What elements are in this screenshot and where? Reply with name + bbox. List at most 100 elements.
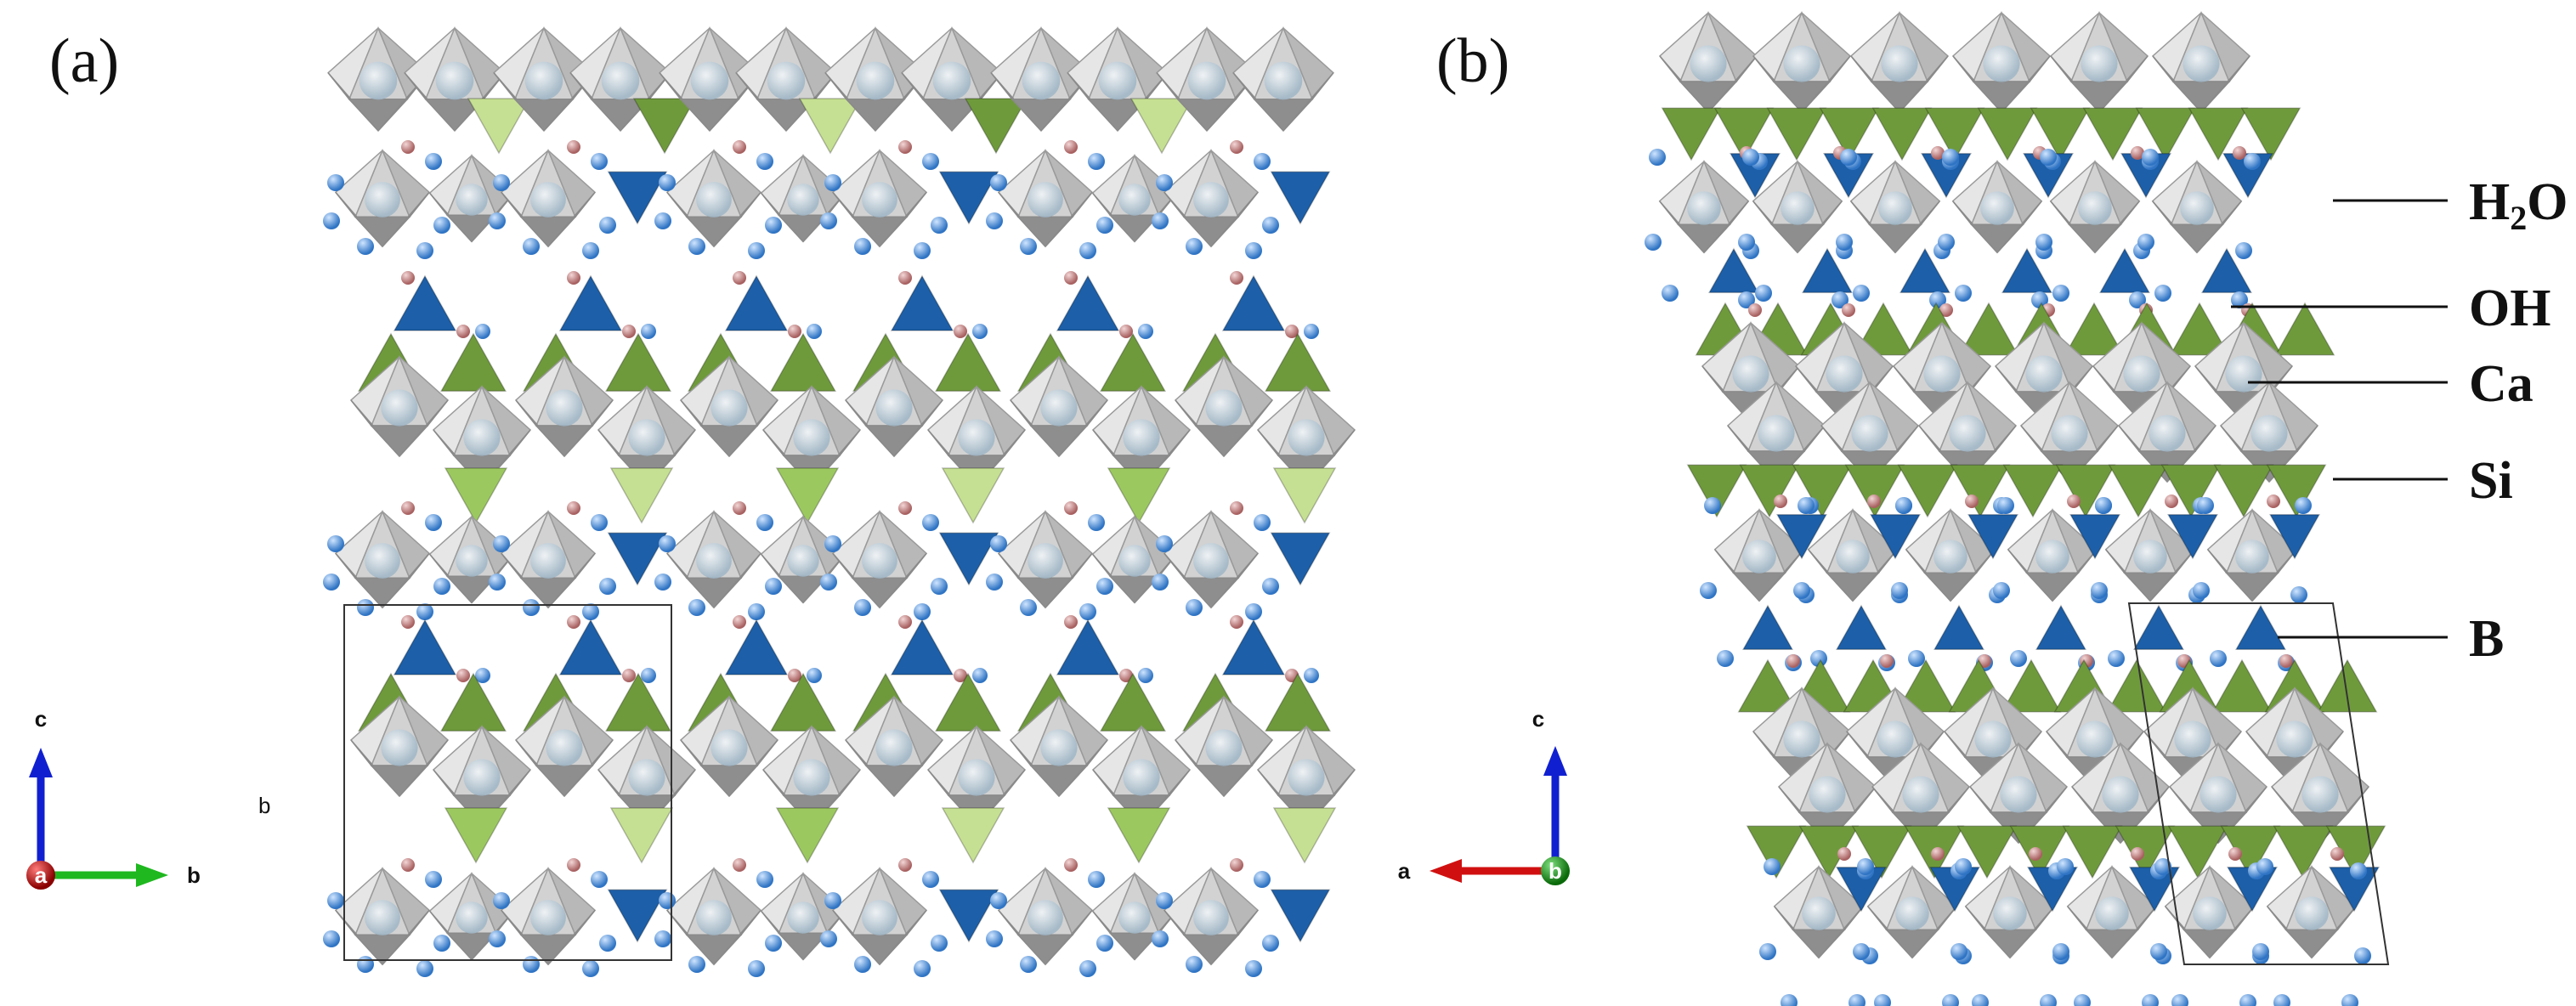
ca-octahedron-face (1894, 201, 1940, 253)
ca-atom (1205, 389, 1243, 427)
si-tetrahedron (1958, 302, 2019, 356)
b-tetrahedron (938, 889, 999, 943)
ca-atom (2123, 355, 2160, 393)
si-tetrahedron (1853, 302, 1914, 356)
ca-atom (435, 61, 474, 100)
ca-octahedron-face (2111, 906, 2157, 958)
ca-atom (1123, 419, 1160, 456)
ca-octahedron-face (370, 425, 429, 458)
o-atom (2052, 285, 2069, 302)
o-atom (327, 174, 344, 191)
h-atom (1880, 654, 1894, 668)
si-tetrahedron (1746, 825, 1807, 879)
ca-atom (365, 543, 400, 579)
ca-octahedron (2117, 381, 2217, 483)
ca-octahedron (1773, 865, 1865, 959)
o-atom (1138, 668, 1153, 683)
ca-octahedron (1163, 510, 1260, 609)
ca-atom (711, 729, 748, 766)
o-atom (2031, 291, 2048, 308)
ca-octahedron (1849, 11, 1950, 114)
ca-octahedron (2049, 160, 2141, 254)
ca-octahedron (500, 867, 597, 966)
o-atom (1853, 943, 1870, 960)
o-atom (327, 535, 344, 552)
si-tetrahedron (775, 467, 840, 524)
o-atom (1254, 871, 1271, 888)
ca-octahedron-face (864, 425, 924, 458)
o-atom (1088, 871, 1105, 888)
ca-octahedron-face (1210, 191, 1259, 247)
o-atom (1262, 217, 1279, 234)
h-atom (2029, 847, 2042, 861)
si-tetrahedron (1956, 825, 2018, 879)
ca-octahedron (1091, 154, 1178, 243)
ca-octahedron (514, 695, 614, 798)
ca-atom (875, 729, 913, 766)
o-atom (1857, 858, 1874, 875)
ca-octahedron-face (2311, 906, 2357, 958)
ca-octahedron (901, 26, 1003, 133)
ca-octahedron-face (2025, 572, 2080, 602)
ca-octahedron (500, 149, 597, 248)
ca-atom (1783, 721, 1820, 758)
ca-octahedron-face (1045, 909, 1093, 965)
ca-atom (463, 759, 501, 796)
ca-octahedron-face (399, 399, 449, 457)
si-tetrahedron (2169, 302, 2230, 356)
ca-octahedron-face (547, 552, 596, 608)
ca-octahedron (1752, 11, 1852, 114)
b-tetrahedron (1270, 889, 1331, 943)
panel-b-unit-cell (2127, 602, 2390, 965)
panel-a-axis-c-label: c (35, 706, 47, 732)
ca-atom (381, 389, 418, 427)
ca-atom (787, 545, 819, 577)
ca-octahedron-face (1818, 906, 1864, 958)
o-atom (688, 956, 705, 973)
o-atom (1245, 960, 1262, 977)
b-tetrahedron (2234, 604, 2287, 650)
ca-octahedron-face (777, 575, 829, 604)
b-tetrahedron (607, 171, 668, 225)
ca-atom (2174, 721, 2211, 758)
o-atom (1874, 994, 1891, 1006)
ca-octahedron (997, 867, 1094, 966)
ca-octahedron-face (1011, 98, 1072, 133)
ca-octahedron (665, 510, 762, 609)
ca-atom (1902, 776, 1939, 813)
panel-b-structure (1645, 11, 2386, 1006)
ca-octahedron-face (713, 552, 761, 608)
o-atom (914, 960, 931, 977)
o-atom (854, 238, 871, 255)
si-tetrahedron (1107, 467, 1171, 524)
ca-atom (1193, 543, 1229, 579)
ca-octahedron-face (777, 214, 829, 243)
ca-atom (546, 729, 583, 766)
ca-atom (1098, 61, 1137, 100)
h-atom (401, 501, 415, 515)
o-atom (582, 603, 599, 620)
ca-octahedron (1174, 355, 1274, 458)
o-atom (1929, 291, 1946, 308)
o-atom (2239, 994, 2256, 1006)
ca-octahedron-face (2284, 929, 2339, 959)
ca-octahedron-face (563, 739, 614, 797)
panel-a-axis-origin-label: a (35, 862, 48, 888)
ca-octahedron-face (399, 739, 449, 797)
ca-octahedron-face (547, 191, 596, 247)
b-tetrahedron (1270, 171, 1331, 225)
si-tetrahedron (1819, 107, 1880, 161)
ca-octahedron-face (879, 909, 927, 965)
ca-atom (1288, 419, 1325, 456)
o-atom (1840, 149, 1857, 166)
ca-octahedron (1713, 508, 1805, 602)
o-atom (1152, 574, 1169, 591)
o-atom (1096, 217, 1113, 234)
h-atom (1748, 303, 1762, 317)
ca-octahedron-face (2196, 201, 2242, 253)
si-tetrahedron (1739, 464, 1800, 518)
ca-octahedron-face (513, 98, 575, 133)
o-atom (493, 535, 510, 552)
o-atom (2057, 858, 2074, 875)
o-atom (1186, 238, 1203, 255)
